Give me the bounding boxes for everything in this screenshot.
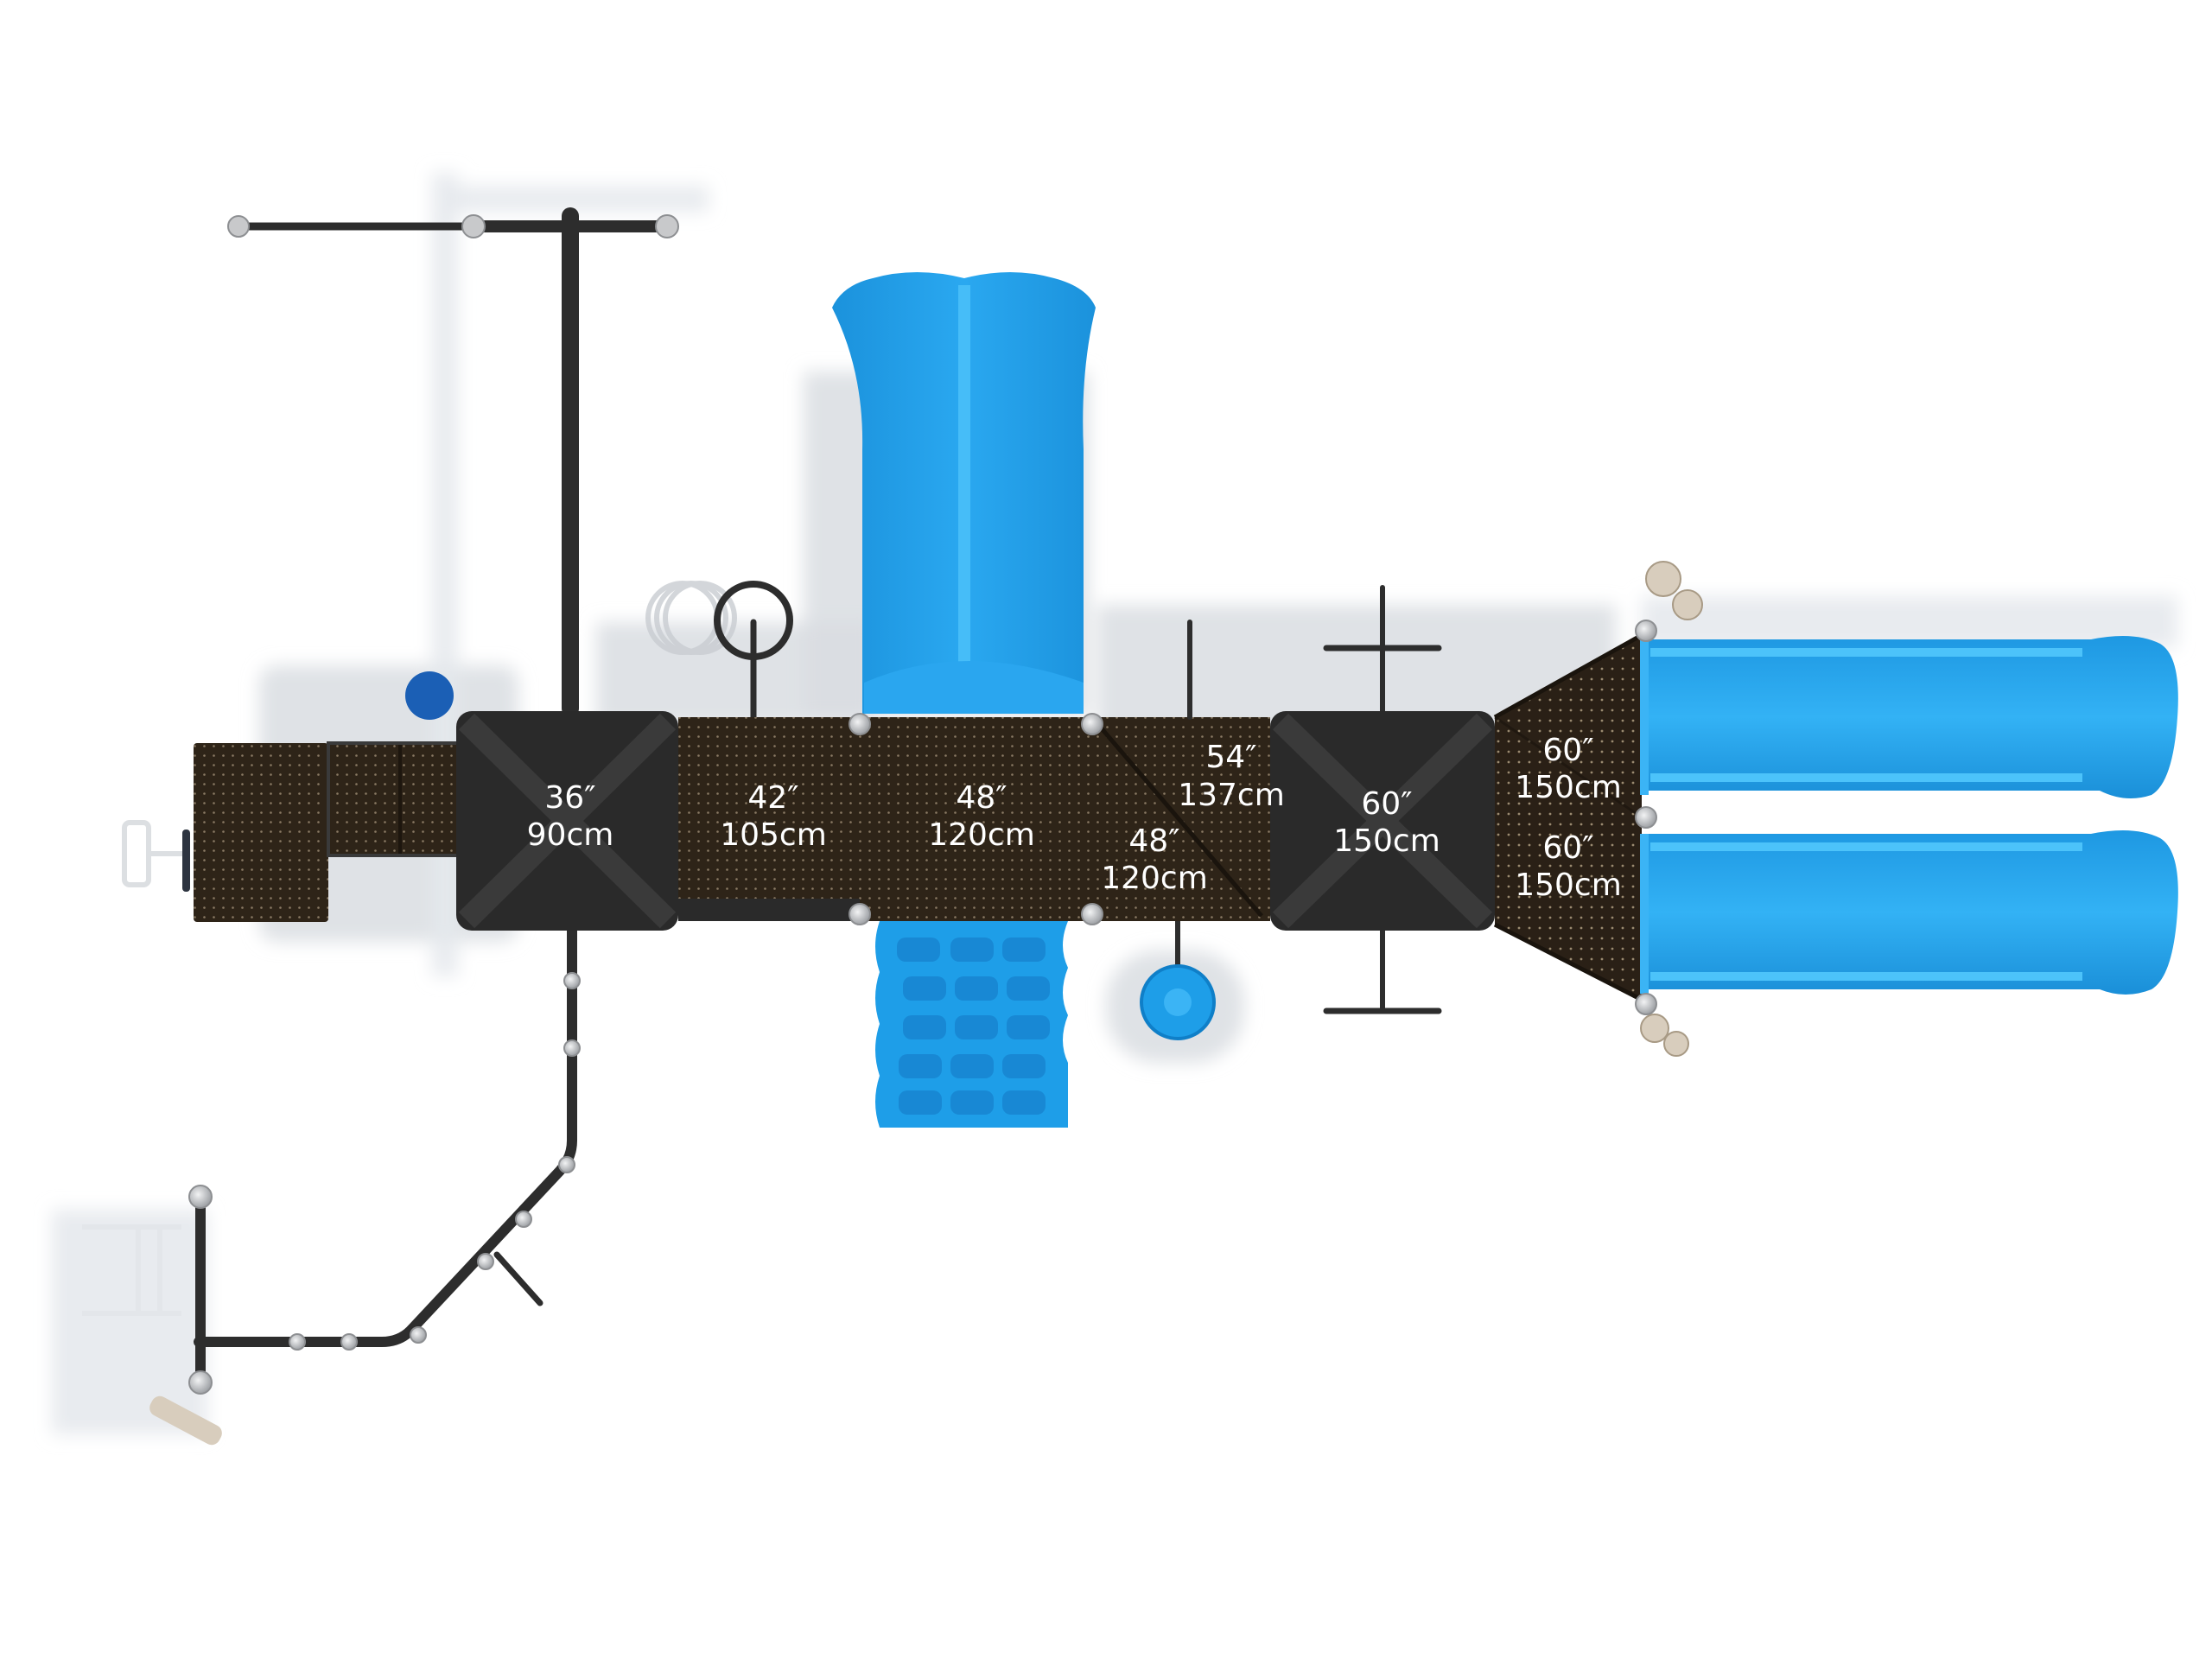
clamps <box>188 972 581 1395</box>
deck-60-lower-cm: 150cm <box>1515 868 1622 903</box>
blue-ball-finial <box>405 671 454 720</box>
deck-60-cm: 150cm <box>1333 823 1440 859</box>
entry-steps[interactable] <box>194 741 460 922</box>
clamp <box>227 215 250 238</box>
clamp <box>461 214 486 238</box>
deck-48a-in: 48″ <box>956 780 1007 816</box>
deck-54-cm: 137cm <box>1178 778 1285 813</box>
deck-36-in: 36″ <box>544 780 595 816</box>
decks-middle <box>678 717 1270 921</box>
deck-60-lower-in: 60″ <box>1542 830 1593 866</box>
steering-wheel[interactable] <box>714 581 793 721</box>
deck-42-in: 42″ <box>747 780 798 816</box>
deck-clamps <box>849 620 1657 1015</box>
clamp <box>655 214 679 238</box>
deck-36-cm: 90cm <box>527 817 614 853</box>
double-slide-upper[interactable] <box>1640 636 2178 798</box>
deck-42-cm: 105cm <box>720 817 827 853</box>
wavy-wide-slide[interactable] <box>832 272 1096 714</box>
rock-climbing-wall[interactable] <box>875 921 1068 1128</box>
deck-60-in: 60″ <box>1361 786 1412 822</box>
spinner-panel[interactable] <box>122 820 190 892</box>
deck-54-in: 54″ <box>1205 740 1256 775</box>
deck-48b-cm: 120cm <box>1101 861 1208 896</box>
deck-42[interactable] <box>678 717 860 921</box>
deck-labels: 36″ 90cm 42″ 105cm 48″ 120cm 54″ 137cm 4… <box>527 733 1622 903</box>
double-slide-lower[interactable] <box>1640 830 2178 995</box>
triangle-deck[interactable] <box>1493 632 1643 1002</box>
deck-48b-in: 48″ <box>1128 823 1179 859</box>
deck-60-upper-in: 60″ <box>1542 733 1593 768</box>
deck-48a-cm: 120cm <box>928 817 1035 853</box>
balance-stepper-stone <box>149 1395 222 1446</box>
roof-36[interactable] <box>456 711 678 931</box>
vertical-ladder[interactable] <box>1323 585 1442 1014</box>
balance-steppers[interactable] <box>1640 561 1703 1057</box>
ladder-shadow <box>82 1224 181 1316</box>
curved-climbing-bar[interactable] <box>82 925 581 1448</box>
deck-60-upper-cm: 150cm <box>1515 770 1622 805</box>
deck-48a[interactable] <box>860 717 1092 921</box>
roof-60[interactable] <box>1270 711 1495 931</box>
spinner-dish[interactable] <box>1140 918 1216 1040</box>
monkey-bars[interactable] <box>227 207 679 717</box>
